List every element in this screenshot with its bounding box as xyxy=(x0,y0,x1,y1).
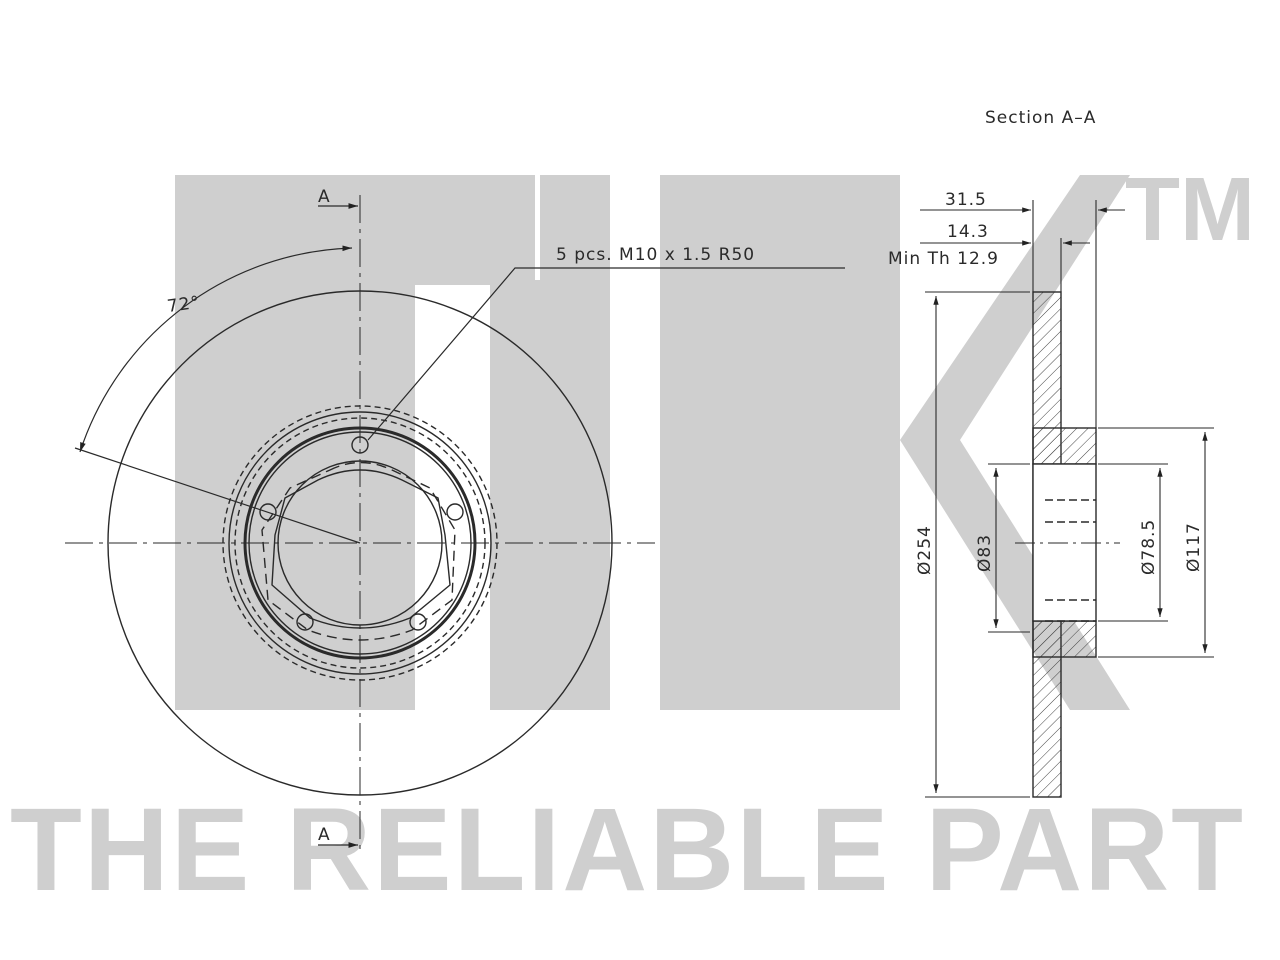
dim-outer-diameter: Ø254 xyxy=(915,525,935,575)
hub-flange-top xyxy=(1032,427,1097,465)
bolt-hole-2 xyxy=(259,503,277,521)
bolt-callout-leader xyxy=(367,267,845,441)
angle-label: 72° xyxy=(166,293,202,317)
center-bore xyxy=(277,460,443,626)
hub-ring-inner xyxy=(248,431,472,655)
hub-ring-dashed-outer xyxy=(222,405,498,681)
bolt-hole-3 xyxy=(446,503,464,521)
bolt-hole-4 xyxy=(296,613,314,631)
bolt-hole-5 xyxy=(409,613,427,631)
trademark-mark: TM xyxy=(1125,160,1255,260)
hub-ring-dashed-inner xyxy=(234,417,486,669)
disc-front-view xyxy=(65,195,845,850)
dim-hub-diameter: Ø117 xyxy=(1184,522,1204,572)
center-bore-relief-dashed xyxy=(261,461,456,641)
dim-min-thickness: Min Th 12.9 xyxy=(888,249,999,269)
hub-ring-thick xyxy=(243,426,477,660)
bolt-hole-1 xyxy=(351,436,369,454)
angle-72-radial xyxy=(74,447,361,544)
hub-ring-outer xyxy=(228,411,492,675)
section-marker-bottom: A xyxy=(318,825,331,845)
disc-section-view xyxy=(1015,291,1120,798)
center-bore-relief xyxy=(271,469,451,629)
section-marker-top: A xyxy=(318,187,331,207)
section-title: Section A–A xyxy=(985,108,1096,128)
brand-tagline: THE RELIABLE PART xyxy=(10,784,1245,916)
angle-72-arc xyxy=(79,245,353,453)
bolt-callout-text: 5 pcs. M10 x 1.5 R50 xyxy=(556,245,755,265)
dim-total-height: 31.5 xyxy=(945,190,987,210)
section-dimensions xyxy=(920,200,1214,798)
hub-flange-bottom xyxy=(1032,620,1097,658)
dim-hub-bore: Ø83 xyxy=(975,534,995,572)
outer-disc-edge xyxy=(107,290,613,796)
dim-center-bore: Ø78.5 xyxy=(1139,519,1159,575)
dim-hub-height: 14.3 xyxy=(947,222,989,242)
nk-logo-watermark: TM THE RELIABLE PART xyxy=(10,160,1255,916)
